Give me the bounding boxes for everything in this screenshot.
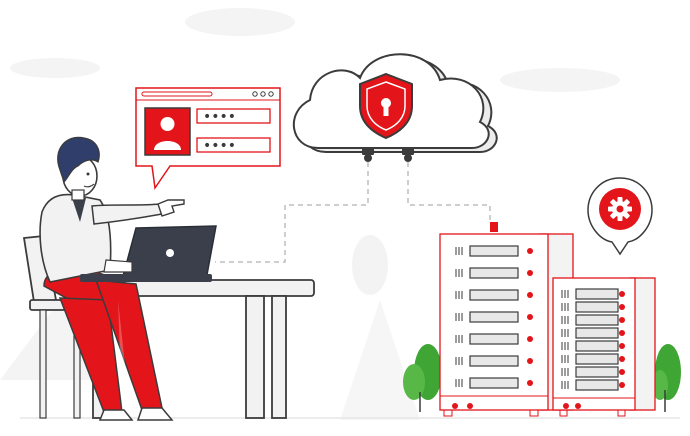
server-bay (561, 327, 625, 339)
username-field (196, 108, 271, 124)
server-bay (455, 377, 533, 389)
username-mask: •••• (203, 109, 236, 125)
password-mask: •••• (203, 138, 236, 154)
window-dots (252, 91, 274, 97)
trees (403, 344, 681, 412)
settings-bubble (587, 177, 653, 256)
cloud (292, 53, 498, 162)
server-bay (455, 355, 533, 367)
server-bay (455, 245, 533, 257)
laptop (80, 225, 217, 282)
connection-lines (215, 162, 491, 263)
gear-icon (608, 197, 632, 221)
server-bay (455, 289, 533, 301)
server-bay (561, 288, 625, 300)
server-bay (455, 267, 533, 279)
person (39, 136, 185, 421)
server-bay (561, 366, 625, 378)
server-bay (561, 340, 625, 352)
password-field (196, 137, 271, 153)
server-bay (455, 311, 533, 323)
server-bay (561, 379, 625, 391)
cloud-connectors (362, 148, 414, 162)
login-card: •••• •••• (135, 87, 281, 191)
server-bay (455, 333, 533, 345)
server-bay (561, 353, 625, 365)
apple-logo-icon (166, 249, 174, 257)
shield-keyhole-icon (359, 72, 413, 140)
server-bay (561, 314, 625, 326)
server-bay (561, 301, 625, 313)
server-rack-small (552, 277, 656, 417)
